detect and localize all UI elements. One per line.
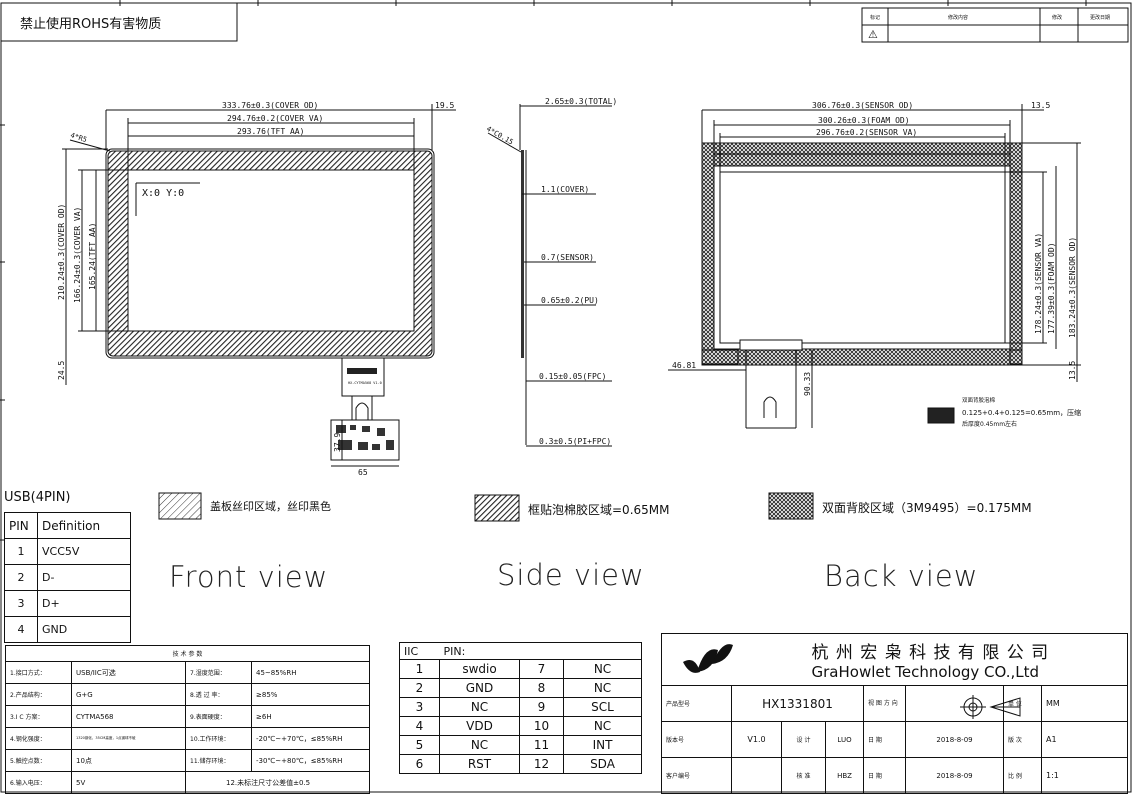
side-total: 2.65±0.3(TOTAL): [545, 97, 617, 106]
spec-table-title: 技 术 参 数: [5, 645, 370, 662]
dim-bottom-margin: 24.5: [57, 361, 66, 380]
tape-note-line2: 后厚度0.45mm左右: [962, 420, 1017, 428]
side-sensor: 0.7(SENSOR): [541, 253, 594, 262]
side-pu: 0.65±0.2(PU): [541, 296, 599, 305]
side-pi-fpc: 0.3±0.5(PI+FPC): [539, 437, 611, 446]
back-view-drawing: [668, 104, 1081, 429]
front-view-drawing: [62, 104, 456, 467]
dim-right-margin: 19.5: [435, 101, 454, 110]
product-number: HX1331801: [731, 685, 864, 722]
table-row: 产品型号 HX1331801 视 图 方 向 单 位 MM: [661, 685, 1128, 722]
svg-text:修改内容: 修改内容: [948, 14, 968, 21]
usb-table-title: USB(4PIN): [4, 490, 71, 505]
coordinate-readout: X:0 Y:0: [142, 188, 184, 199]
dim-h-foam-od: 177.39±0.3(FOAM OD): [1047, 242, 1056, 334]
dim-h-sensor-od: 183.24±0.3(SENSOR OD): [1068, 237, 1077, 338]
legend-foam-area: 框贴泡棉胶区域=0.65MM: [528, 503, 670, 517]
company-name-en: GraHowlet Technology CO.,Ltd: [811, 663, 1040, 681]
table-row: 客户编号 核 准 HBZ 日 期 2018-8-09 比 例 1:1: [661, 757, 1128, 794]
company-name-cn: 杭 州 宏 枭 科 技 有 限 公 司: [811, 643, 1050, 663]
dim-fpc-offset: 90.33: [803, 372, 812, 396]
legend-swatch-foam: [474, 494, 520, 522]
dim-tft-aa: 293.76(TFT AA): [237, 127, 304, 136]
back-view-title: Back view: [824, 559, 979, 593]
dim-height-tft-aa: 165.24(TFT AA): [88, 223, 97, 290]
dim-fpc-height: 37.9: [333, 433, 342, 452]
fpc-label: HX-CYTMA568 V1.0: [348, 381, 382, 385]
dim-back-right-margin: 13.5: [1031, 101, 1050, 110]
side-view-title: Side view: [497, 558, 645, 592]
dim-height-cover-va: 166.24±0.3(COVER VA): [73, 207, 82, 303]
dim-height-cover-od: 210.24±0.3(COVER OD): [57, 204, 66, 300]
dim-sensor-va: 296.76±0.2(SENSOR VA): [816, 128, 917, 137]
dim-left-offset: 46.81: [672, 361, 696, 370]
tape-note-title: 双面背胶泡棉: [962, 396, 996, 404]
side-corner-c: 4*C0.15: [485, 125, 515, 147]
view-direction-cell: [905, 685, 1004, 722]
warning-text: 禁止使用ROHS有害物质: [20, 16, 161, 32]
legend-swatch-cover-print: [158, 492, 202, 520]
warning-box: [0, 2, 238, 42]
tape-note-line1: 0.125+0.4+0.125=0.65mm，压缩: [962, 408, 1081, 417]
side-cover: 1.1(COVER): [541, 185, 589, 194]
warning-triangle-icon: ⚠: [868, 28, 878, 41]
svg-text:更改日期: 更改日期: [1090, 14, 1110, 21]
dim-back-bottom-margin: 13.5: [1068, 361, 1077, 380]
dim-h-sensor-va: 178.24±0.3(SENSOR VA): [1034, 233, 1043, 334]
legend-swatch-tape: [768, 492, 814, 520]
title-block: 杭 州 宏 枭 科 技 有 限 公 司 GraHowlet Technology…: [661, 633, 1128, 794]
legend-cover-print: 盖板丝印区域，丝印黑色: [210, 500, 331, 513]
dim-cover-va: 294.76±0.2(COVER VA): [227, 114, 323, 123]
dim-sensor-od: 306.76±0.3(SENSOR OD): [812, 101, 913, 110]
dim-fpc-width: 65: [358, 468, 368, 477]
side-fpc: 0.15±0.05(FPC): [539, 372, 606, 381]
svg-text:标记: 标记: [870, 14, 880, 21]
dim-foam-od: 300.26±0.3(FOAM OD): [818, 116, 910, 125]
front-view-title: Front view: [169, 560, 329, 594]
side-view-drawing: [487, 104, 612, 447]
table-row: 版本号 V1.0 设 计 LUO 日 期 2018-8-09 版 次 A1: [661, 721, 1128, 758]
legend-tape-area: 双面背胶区域（3M9495）=0.175MM: [822, 501, 1032, 515]
svg-text:修改: 修改: [1052, 14, 1062, 21]
dim-cover-od: 333.76±0.3(COVER OD): [222, 101, 318, 110]
revision-table: 标记 修改内容 修改 更改日期 ⚠: [861, 7, 1129, 43]
logo-cell: [661, 633, 782, 686]
